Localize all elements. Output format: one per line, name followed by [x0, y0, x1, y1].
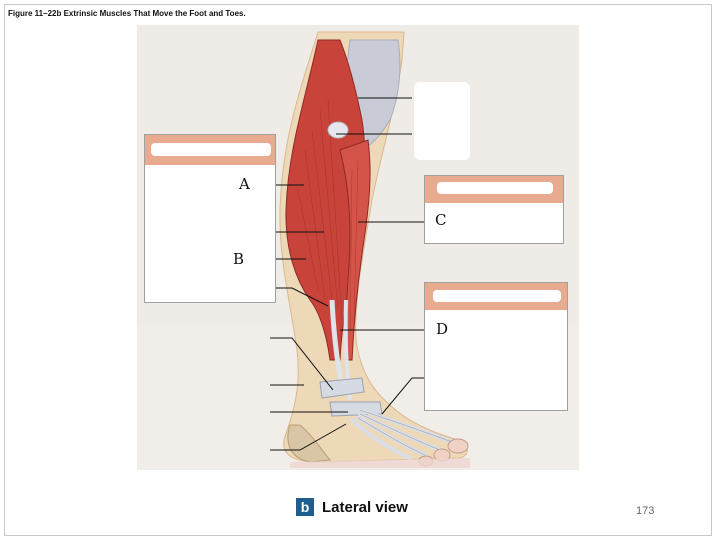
fibular-head — [327, 121, 349, 139]
leader-line — [270, 337, 334, 391]
page-number: 173 — [636, 505, 655, 517]
redacted-header-text — [437, 182, 553, 194]
handwritten-label-d: D — [436, 320, 449, 338]
ground-shadow — [290, 458, 470, 468]
foot-tendon-outlines — [357, 409, 453, 456]
muscle-striations — [297, 99, 359, 331]
handwritten-label-a: A — [239, 175, 250, 193]
caption-badge: b — [296, 498, 314, 516]
muscle-belly-lateral — [285, 39, 366, 361]
label-box-right-top — [424, 175, 564, 244]
redacted-header-text — [433, 290, 561, 302]
figure-caption: b Lateral view — [296, 497, 408, 517]
leader-lines — [260, 97, 432, 451]
caption-text: Lateral view — [322, 498, 408, 516]
label-box-left — [144, 134, 276, 303]
redacted-label — [414, 82, 470, 160]
handwritten-label-b: B — [233, 250, 245, 268]
redacted-header-text — [151, 143, 271, 156]
leader-line — [270, 423, 347, 451]
superior-retinaculum — [319, 377, 365, 399]
handwritten-label-c: C — [435, 211, 447, 229]
toe — [447, 438, 469, 454]
label-box-right-bottom — [424, 282, 568, 411]
figure-title: Figure 11–22b Extrinsic Muscles That Mov… — [8, 9, 246, 18]
heel — [287, 424, 331, 463]
